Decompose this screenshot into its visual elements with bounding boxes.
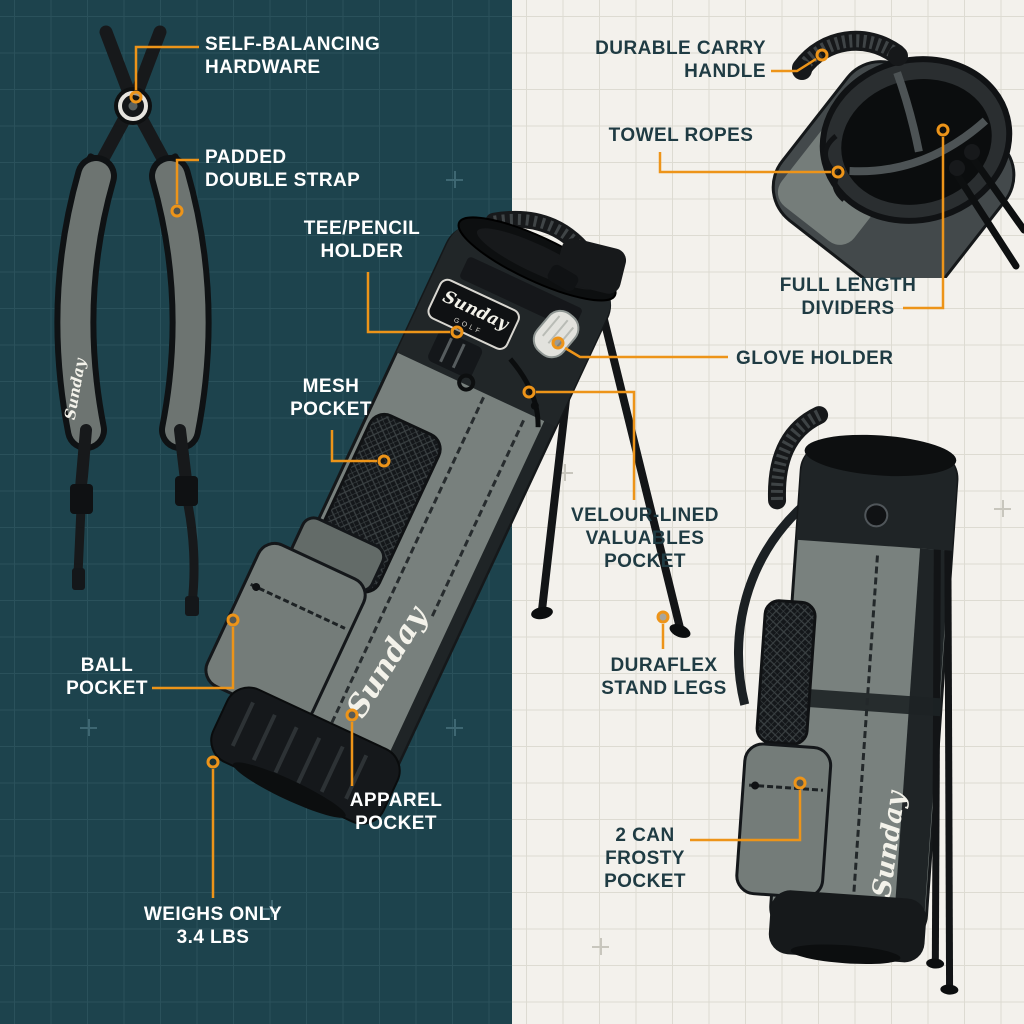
folded-stand-leg — [931, 529, 941, 961]
stand-leg-foot — [940, 984, 959, 995]
grid-cross-mark — [80, 719, 97, 736]
velcro-strip — [460, 257, 582, 330]
callout-apparel-pocket: APPAREL POCKET — [350, 789, 443, 835]
secondary-zipper — [429, 419, 525, 621]
callout-line: FULL LENGTH — [779, 275, 917, 296]
ball-marker-patch — [864, 503, 889, 528]
callout-line: POCKET — [66, 678, 148, 699]
callout-duraflex-stand-legs: DURAFLEX STAND LEGS — [601, 654, 727, 700]
trim-band — [784, 687, 942, 717]
callout-valuables-pocket: VELOUR-LINED VALUABLES POCKET — [571, 504, 719, 573]
callout-line: GLOVE HOLDER — [736, 348, 894, 369]
callout-line: DURABLE CARRY — [595, 38, 766, 59]
callout-line: SELF-BALANCING — [205, 34, 381, 55]
side-trim — [382, 410, 561, 774]
leg-joint — [949, 160, 965, 176]
callout-line: TEE/PENCIL — [303, 218, 421, 239]
callout-frosty-pocket: 2 CAN FROSTY POCKET — [604, 824, 686, 893]
grid-cross-mark — [446, 719, 463, 736]
frosty-pocket-graphic — [735, 742, 833, 899]
callout-padded-double-strap: PADDED DOUBLE STRAP — [205, 146, 360, 192]
ball-pocket-graphic — [204, 516, 386, 724]
strap-buckle — [175, 476, 198, 506]
callout-line: DIVIDERS — [801, 298, 895, 319]
callout-line: VALUABLES — [585, 528, 705, 549]
strap-lower-webbing — [73, 424, 199, 609]
stand-leg-foot — [669, 624, 691, 638]
callout-towel-ropes: TOWEL ROPES — [609, 124, 754, 147]
strap-pads — [54, 155, 212, 451]
grid-cross-mark — [263, 900, 280, 917]
leg-joint — [964, 144, 980, 160]
stand-leg-pivot — [547, 238, 627, 294]
bag-opening — [804, 434, 957, 477]
callout-tee-pencil-holder: TEE/PENCIL HOLDER — [304, 217, 420, 263]
callout-line: VELOUR-LINED — [571, 505, 719, 526]
callout-line: 3.4 LBS — [176, 927, 250, 948]
callout-weight: WEIGHS ONLY 3.4 LBS — [144, 903, 282, 949]
d-ring — [457, 373, 476, 392]
bag-base — [768, 890, 927, 963]
grid-cross-mark — [592, 938, 609, 955]
top-view-illustration — [771, 30, 1024, 278]
callout-self-balancing-hardware: SELF-BALANCING HARDWARE — [205, 33, 380, 79]
main-zipper — [330, 396, 485, 725]
callout-durable-carry-handle: DURABLE CARRY HANDLE — [595, 37, 766, 83]
bag-base — [210, 686, 401, 825]
callout-line: POCKET — [290, 399, 372, 420]
callout-line: 2 CAN — [615, 825, 675, 846]
callout-line: POCKET — [604, 871, 686, 892]
side-bag-body: Sunday — [733, 406, 959, 995]
callout-line: PADDED — [205, 147, 287, 168]
main-zipper — [850, 555, 879, 915]
stand-leg-foot — [926, 958, 945, 969]
side-mesh-pocket — [755, 599, 817, 746]
grid-cross-mark — [994, 500, 1011, 517]
callout-line: MESH — [302, 376, 360, 397]
callout-line: POCKET — [604, 551, 686, 572]
self-balancing-hardware-ring — [114, 87, 152, 125]
callout-ball-pocket: BALL POCKET — [66, 654, 148, 700]
side-bag-illustration: Sunday — [733, 406, 959, 995]
tee-pencil-holder-graphic — [428, 330, 483, 378]
strap-tail-tip — [185, 596, 199, 616]
strap-buckle — [70, 484, 93, 514]
shoulder-strap-graphic — [733, 499, 810, 706]
callout-glove-holder: GLOVE HOLDER — [736, 347, 893, 370]
callout-line: STAND LEGS — [601, 678, 727, 699]
callout-mesh-pocket: MESH POCKET — [290, 375, 372, 421]
folded-stand-leg — [944, 524, 954, 987]
callout-line: APPAREL — [349, 790, 443, 811]
top-view-stand-legs — [950, 150, 1024, 270]
callout-line: WEIGHS ONLY — [143, 904, 283, 925]
callout-line: HANDLE — [684, 61, 766, 82]
callout-line: HARDWARE — [205, 57, 321, 78]
callout-line: DOUBLE STRAP — [205, 170, 361, 191]
callout-line: TOWEL ROPES — [608, 125, 754, 146]
grid-cross-mark — [446, 171, 463, 188]
callout-line: POCKET — [355, 813, 437, 834]
stand-leg-foot — [531, 606, 553, 620]
callout-line: BALL — [80, 655, 134, 676]
callout-line: FROSTY — [605, 848, 685, 869]
callout-line: DURAFLEX — [610, 655, 718, 676]
strap-tail-tip — [72, 568, 85, 590]
callout-full-length-dividers: FULL LENGTH DIVIDERS — [780, 274, 917, 320]
callout-line: HOLDER — [320, 241, 404, 262]
